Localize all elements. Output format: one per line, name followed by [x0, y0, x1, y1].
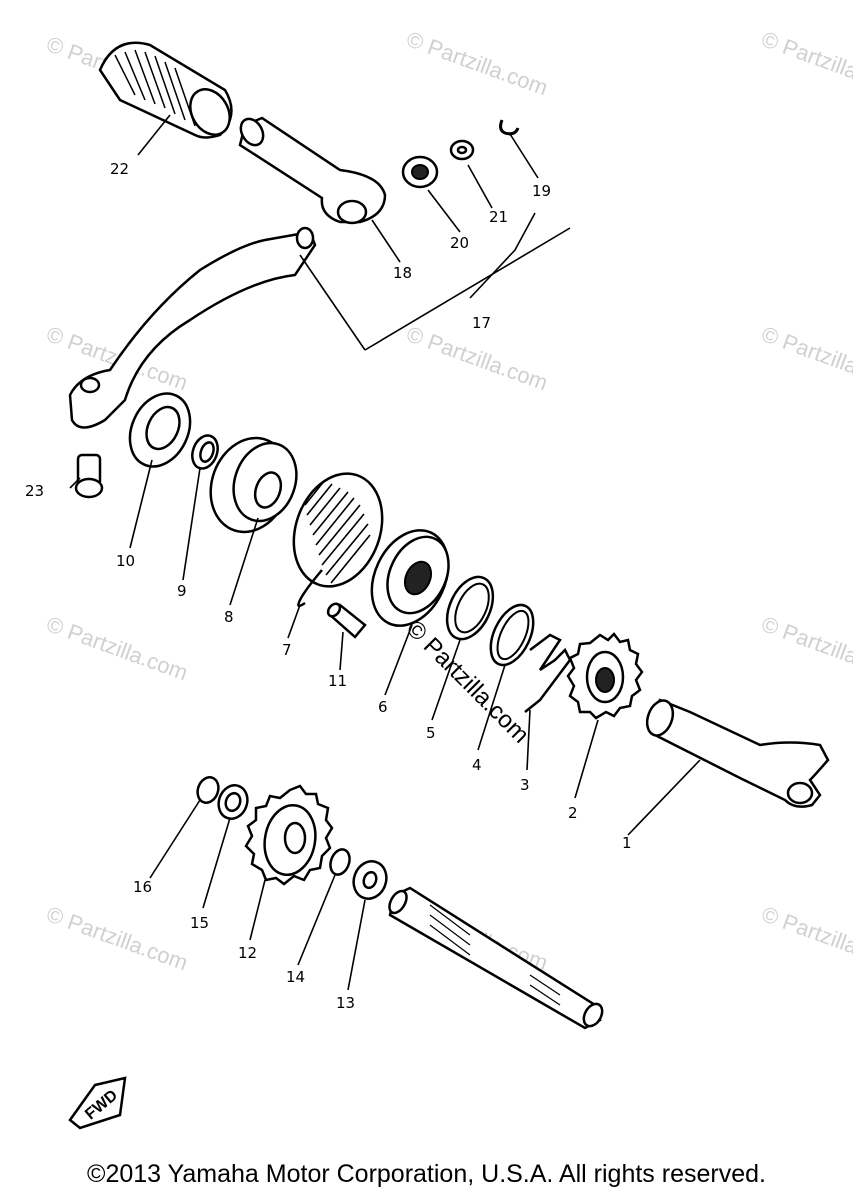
part-17-kick-crank	[68, 226, 317, 429]
callout-13: 13	[336, 994, 355, 1012]
part-5-circlip	[445, 575, 495, 641]
callout-4: 4	[472, 756, 482, 774]
callout-numbers: 1 2 3 4 5 6 7 8 9 10 11 12 13 14 15 16 1…	[25, 160, 632, 1012]
watermark: © Partzilla.com	[43, 901, 191, 975]
part-1-kick-axle	[645, 698, 830, 808]
part-6-spring-guide	[370, 529, 450, 627]
part-20-bearing	[401, 155, 439, 189]
callout-17: 17	[472, 314, 491, 332]
callout-15: 15	[190, 914, 209, 932]
watermark: © Partzilla.com	[403, 26, 551, 100]
part-10-oil-seal	[128, 392, 192, 468]
callout-6: 6	[378, 698, 388, 716]
callout-8: 8	[224, 608, 234, 626]
watermark: © Partzilla.com	[758, 321, 853, 395]
callout-12: 12	[238, 944, 257, 962]
callout-19: 19	[532, 182, 551, 200]
part-9-collar	[191, 434, 219, 470]
fwd-arrow-icon: FWD	[68, 1076, 127, 1130]
callout-11: 11	[328, 672, 347, 690]
callout-23: 23	[25, 482, 44, 500]
callout-18: 18	[393, 264, 412, 282]
part-19-circlip	[499, 119, 520, 136]
callout-9: 9	[177, 582, 187, 600]
callout-16: 16	[133, 878, 152, 896]
watermarks: © Partzilla.com © Partzilla.com © Partzi…	[43, 26, 853, 975]
callout-20: 20	[450, 234, 469, 252]
copyright-text: ©2013 Yamaha Motor Corporation, U.S.A. A…	[87, 1160, 766, 1188]
leader-lines	[69, 114, 701, 991]
callout-7: 7	[282, 641, 292, 659]
watermark: © Partzilla.com	[758, 901, 853, 975]
callout-1: 1	[622, 834, 632, 852]
part-2-ratchet-wheel	[566, 632, 644, 720]
watermark: © Partzilla.com	[403, 321, 551, 395]
part-4-washer	[489, 603, 535, 667]
part-22-grip	[98, 41, 233, 139]
callout-2: 2	[568, 804, 578, 822]
part-3-ratchet-clip	[524, 633, 572, 713]
part-13-washer	[352, 860, 388, 900]
part-11-pin	[326, 602, 367, 639]
part-16-circlip	[196, 776, 220, 804]
part-15-washer	[217, 784, 249, 820]
part-8-spring-cover	[209, 436, 298, 534]
callout-5: 5	[426, 724, 436, 742]
watermark: © Partzilla.com	[758, 611, 853, 685]
part-18-kick-crank-upper	[238, 116, 387, 225]
callout-3: 3	[520, 776, 530, 794]
part-14-circlip	[329, 848, 351, 876]
callout-22: 22	[110, 160, 129, 178]
callout-14: 14	[286, 968, 305, 986]
watermark: © Partzilla.com	[43, 611, 191, 685]
part-21-washer	[449, 139, 475, 161]
callout-21: 21	[489, 208, 508, 226]
part-7-torsion-spring	[292, 472, 384, 608]
part-23-bolt	[74, 453, 104, 499]
main-axle-shaft	[388, 886, 604, 1030]
watermark: © Partzilla.com	[758, 26, 853, 100]
part-12-idle-gear	[244, 784, 334, 886]
callout-10: 10	[116, 552, 135, 570]
